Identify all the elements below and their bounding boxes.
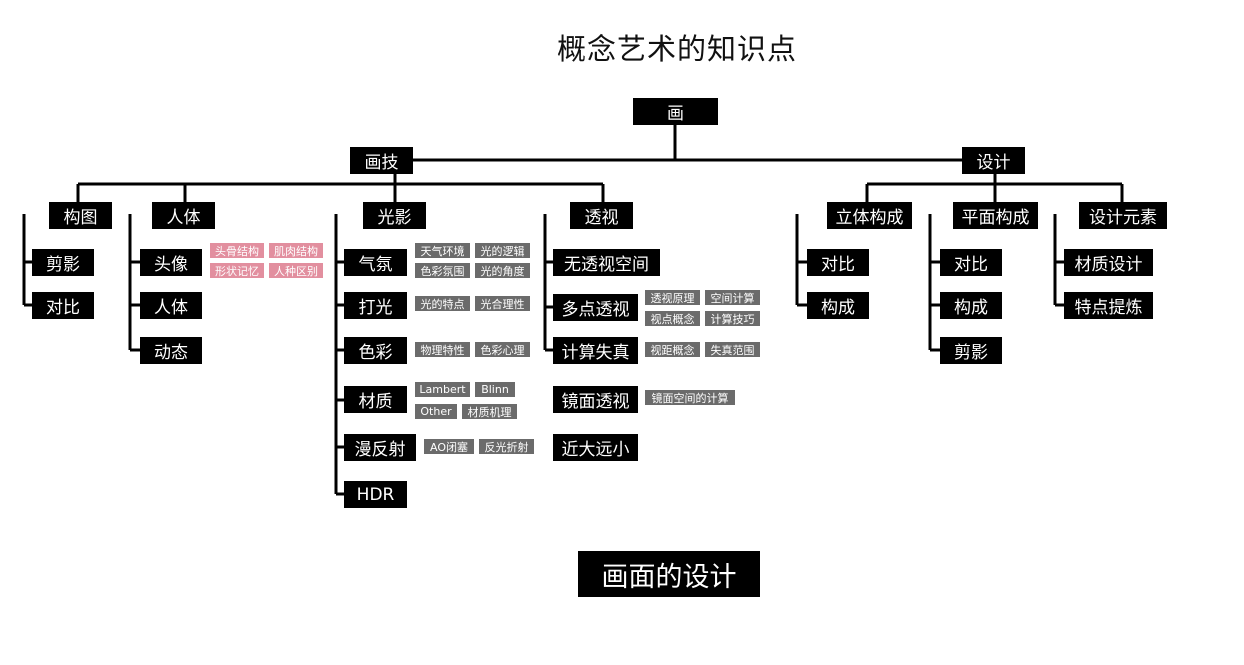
branch-techniques: 画技 xyxy=(350,147,413,174)
perspective-item: 近大远小 xyxy=(553,434,638,461)
light-item: 打光 xyxy=(344,292,407,319)
branch-design: 设计 xyxy=(962,147,1025,174)
composition-item: 对比 xyxy=(32,292,94,319)
multipoint-tag: 视点概念 xyxy=(645,311,700,326)
perspective-item: 镜面透视 xyxy=(553,386,638,413)
node-design-elements: 设计元素 xyxy=(1079,202,1167,229)
body-item: 人体 xyxy=(140,292,202,319)
perspective-item: 无透视空间 xyxy=(553,249,660,276)
perspective-item: 多点透视 xyxy=(553,294,638,321)
material-tag: Other xyxy=(415,404,457,419)
root-node: 画 xyxy=(633,98,718,125)
color-tag: 色彩心理 xyxy=(475,342,530,357)
canvas-design-label: 画面的设计 xyxy=(578,551,760,597)
node-solid-composition: 立体构成 xyxy=(827,202,912,229)
multipoint-tag: 空间计算 xyxy=(705,290,760,305)
mirror-tag: 镜面空间的计算 xyxy=(645,390,735,405)
multipoint-tag: 透视原理 xyxy=(645,290,700,305)
lighting-tag: 光合理性 xyxy=(475,296,530,311)
solid-item: 构成 xyxy=(807,292,869,319)
page-title: 概念艺术的知识点 xyxy=(556,32,797,66)
diffuse-tag: 反光折射 xyxy=(479,439,534,454)
plane-item: 剪影 xyxy=(940,337,1002,364)
head-tag: 头骨结构 xyxy=(210,243,264,258)
atmosphere-tag: 光的角度 xyxy=(475,263,530,278)
material-tag: 材质机理 xyxy=(462,404,517,419)
light-item: 气氛 xyxy=(344,249,407,276)
head-tag: 人种区别 xyxy=(269,263,323,278)
elements-item: 特点提炼 xyxy=(1064,292,1153,319)
elements-item: 材质设计 xyxy=(1064,249,1153,276)
plane-item: 构成 xyxy=(940,292,1002,319)
body-item: 头像 xyxy=(140,249,202,276)
distortion-tag: 视距概念 xyxy=(645,342,700,357)
multipoint-tag: 计算技巧 xyxy=(705,311,760,326)
material-tag: Blinn xyxy=(475,382,515,397)
material-tag: Lambert xyxy=(415,382,470,397)
light-item: HDR xyxy=(344,481,407,508)
atmosphere-tag: 色彩氛围 xyxy=(415,263,470,278)
color-tag: 物理特性 xyxy=(415,342,470,357)
composition-item: 剪影 xyxy=(32,249,94,276)
head-tag: 形状记忆 xyxy=(210,263,264,278)
distortion-tag: 失真范围 xyxy=(705,342,760,357)
atmosphere-tag: 光的逻辑 xyxy=(475,243,530,258)
head-tag: 肌肉结构 xyxy=(269,243,323,258)
atmosphere-tag: 天气环境 xyxy=(415,243,470,258)
perspective-item: 计算失真 xyxy=(553,337,638,364)
node-perspective: 透视 xyxy=(570,202,633,229)
light-item: 材质 xyxy=(344,386,407,413)
diffuse-tag: AO闭塞 xyxy=(424,439,474,454)
lighting-tag: 光的特点 xyxy=(415,296,470,311)
node-plane-composition: 平面构成 xyxy=(953,202,1038,229)
plane-item: 对比 xyxy=(940,249,1002,276)
node-composition: 构图 xyxy=(49,202,112,229)
body-item: 动态 xyxy=(140,337,202,364)
light-item: 色彩 xyxy=(344,337,407,364)
node-body: 人体 xyxy=(152,202,215,229)
light-item: 漫反射 xyxy=(344,434,416,461)
solid-item: 对比 xyxy=(807,249,869,276)
node-light: 光影 xyxy=(363,202,426,229)
